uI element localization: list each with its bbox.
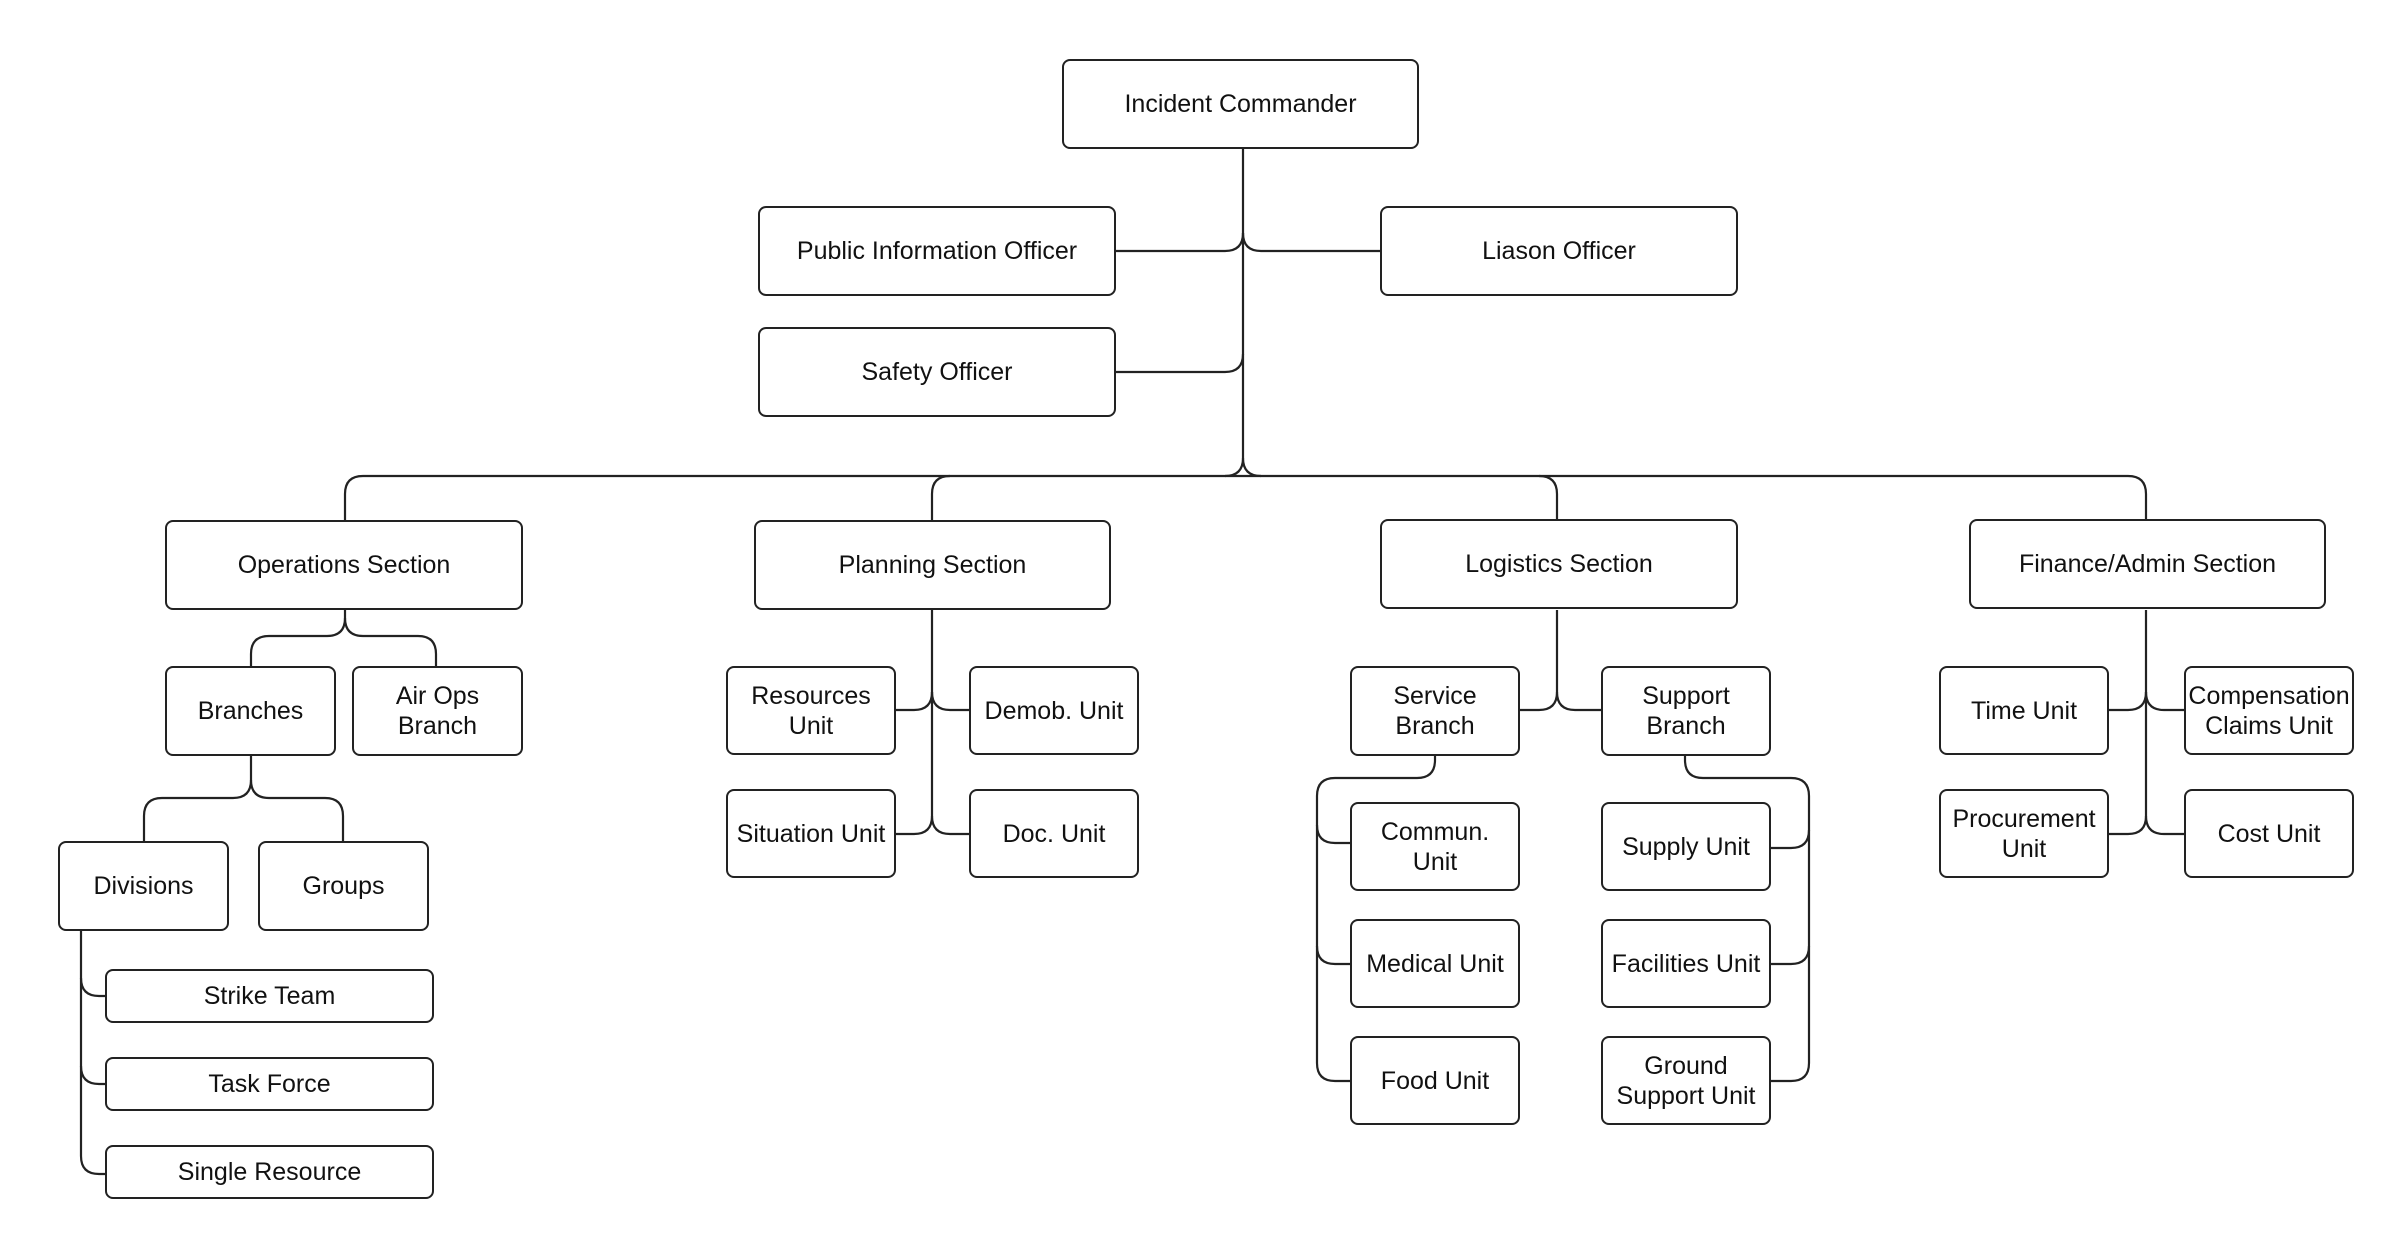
node-demob-unit: Demob. Unit [969, 666, 1139, 755]
connector [1538, 474, 1559, 520]
connector [930, 474, 951, 520]
node-strike-team: Strike Team [105, 969, 434, 1023]
node-resources-unit: Resources Unit [726, 666, 896, 755]
node-divisions: Divisions [58, 841, 229, 931]
node-incident-commander: Incident Commander [1062, 59, 1419, 149]
connector [2108, 691, 2148, 712]
connector [1770, 945, 1811, 966]
node-supply-unit: Supply Unit [1601, 802, 1771, 891]
connector [930, 691, 969, 712]
node-service-branch: Service Branch [1350, 666, 1520, 756]
connector [1770, 829, 1811, 850]
node-groups: Groups [258, 841, 429, 931]
node-time-unit: Time Unit [1939, 666, 2109, 755]
connector [1224, 148, 1245, 478]
connector [1555, 691, 1601, 712]
connector [2144, 691, 2184, 712]
connector [930, 815, 969, 836]
node-single-resource: Single Resource [105, 1145, 434, 1199]
connector [1241, 232, 1380, 253]
node-commun-unit: Commun. Unit [1350, 802, 1520, 891]
connector [895, 610, 934, 836]
node-planning-section: Planning Section [754, 520, 1111, 610]
node-liaison-officer: Liason Officer [1380, 206, 1738, 296]
node-branches: Branches [165, 666, 336, 756]
node-food-unit: Food Unit [1350, 1036, 1520, 1125]
node-air-ops-branch: Air Ops Branch [352, 666, 523, 756]
connector [1116, 232, 1245, 253]
connector [1315, 945, 1350, 966]
connector [142, 755, 253, 841]
node-facilities-unit: Facilities Unit [1601, 919, 1771, 1008]
connector [249, 610, 347, 666]
connector [1315, 824, 1350, 845]
node-procurement-unit: Procurement Unit [1939, 789, 2109, 878]
node-logistics-section: Logistics Section [1380, 519, 1738, 609]
connector [79, 930, 105, 1176]
connector [343, 474, 2148, 520]
node-ground-support-unit: Ground Support Unit [1601, 1036, 1771, 1125]
connector [1241, 457, 1262, 478]
connector [343, 617, 438, 666]
node-compensation-claims-unit: Compensation Claims Unit [2184, 666, 2354, 755]
connector [1683, 755, 1811, 1083]
connector [2144, 815, 2184, 836]
node-safety-officer: Safety Officer [758, 327, 1116, 417]
node-finance-admin-section: Finance/Admin Section [1969, 519, 2326, 609]
connector [895, 691, 934, 712]
node-cost-unit: Cost Unit [2184, 789, 2354, 878]
node-situation-unit: Situation Unit [726, 789, 896, 878]
node-doc-unit: Doc. Unit [969, 789, 1139, 878]
node-operations-section: Operations Section [165, 520, 523, 610]
node-support-branch: Support Branch [1601, 666, 1771, 756]
connector [79, 1065, 105, 1086]
connector [1519, 610, 1559, 712]
connector [1315, 755, 1437, 1083]
node-public-information-officer: Public Information Officer [758, 206, 1116, 296]
connector [1116, 353, 1245, 374]
connector [249, 779, 345, 841]
node-medical-unit: Medical Unit [1350, 919, 1520, 1008]
node-task-force: Task Force [105, 1057, 434, 1111]
connector [2108, 610, 2148, 836]
connector [79, 977, 105, 998]
